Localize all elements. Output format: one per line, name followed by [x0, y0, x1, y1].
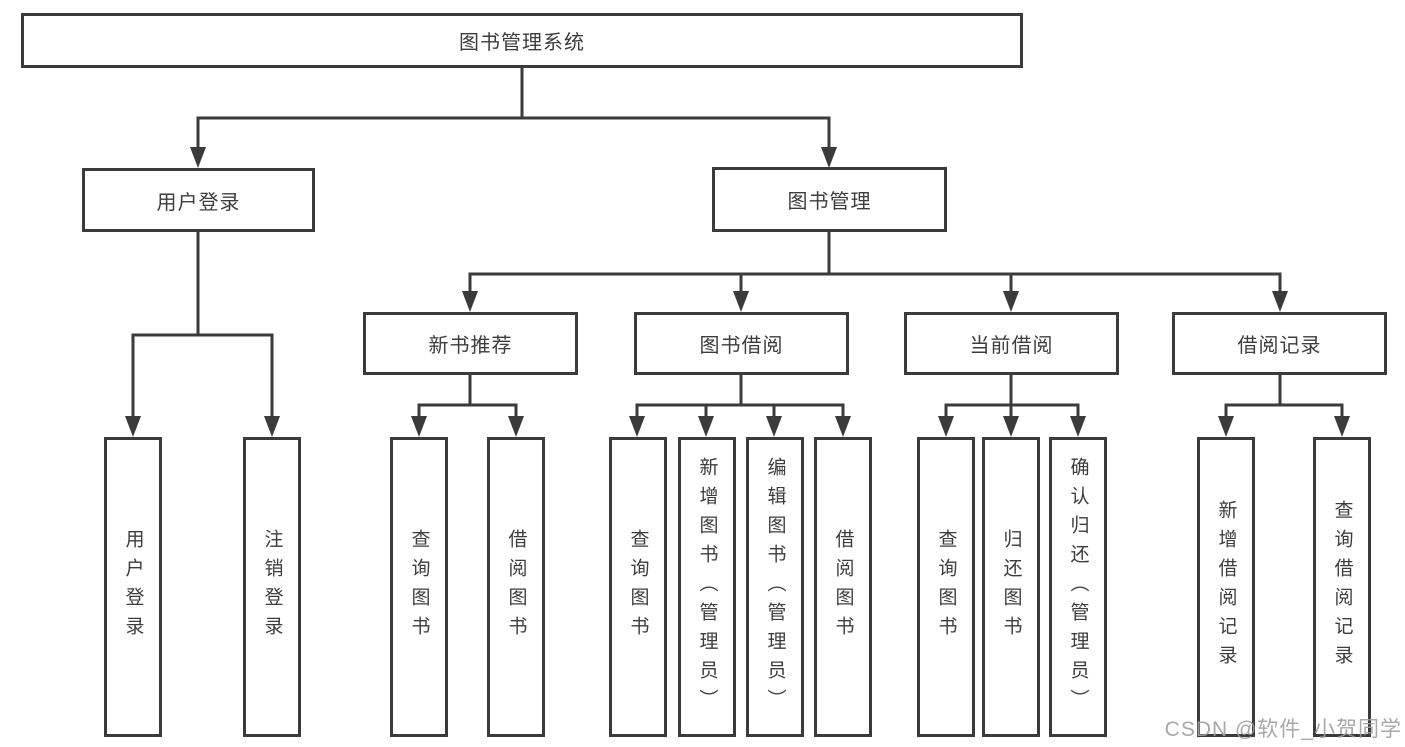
node-new-book-recommend-label: 新书推荐 [428, 335, 513, 357]
node-root: 图书管理系统 [21, 13, 1023, 68]
leaf-return-books: 归还图书 [982, 437, 1040, 737]
leaf-add-books-admin: 新增图书（管理员） [678, 437, 736, 737]
leaf-add-borrow-record: 新增借阅记录 [1197, 437, 1255, 737]
node-book-borrow-label: 图书借阅 [699, 335, 784, 357]
node-current-borrow: 当前借阅 [904, 312, 1119, 375]
node-book-management: 图书管理 [712, 167, 947, 232]
connector-strokes [131, 68, 1344, 420]
leaf-query-books-3-label: 查询图书 [935, 529, 957, 645]
node-book-borrow: 图书借阅 [634, 312, 849, 375]
leaf-return-books-label: 归还图书 [1000, 529, 1022, 645]
leaf-edit-books-admin: 编辑图书（管理员） [746, 437, 804, 737]
node-new-book-recommend: 新书推荐 [363, 312, 578, 375]
leaf-query-books-1: 查询图书 [390, 437, 448, 737]
leaf-add-borrow-record-label: 新增借阅记录 [1215, 500, 1237, 674]
node-user-login: 用户登录 [82, 168, 315, 232]
leaf-query-books-2-label: 查询图书 [627, 529, 649, 645]
leaf-edit-books-admin-label: 编辑图书（管理员） [764, 456, 786, 718]
leaf-query-books-2: 查询图书 [609, 437, 667, 737]
leaf-query-borrow-record: 查询借阅记录 [1313, 437, 1371, 737]
leaf-query-books-1-label: 查询图书 [408, 529, 430, 645]
leaf-borrow-books-1-label: 借阅图书 [505, 529, 527, 645]
leaf-borrow-books-2-label: 借阅图书 [832, 529, 854, 645]
leaf-logout-label: 注销登录 [261, 529, 283, 645]
leaf-borrow-books-1: 借阅图书 [487, 437, 545, 737]
leaf-confirm-return-admin: 确认归还（管理员） [1049, 437, 1107, 737]
arrowheads [125, 147, 1350, 437]
leaf-user-login: 用户登录 [104, 437, 162, 737]
node-root-label: 图书管理系统 [459, 32, 585, 54]
node-user-login-label: 用户登录 [156, 191, 241, 214]
node-current-borrow-label: 当前借阅 [969, 335, 1054, 357]
node-borrow-record-label: 借阅记录 [1237, 335, 1322, 357]
leaf-query-books-3: 查询图书 [917, 437, 975, 737]
leaf-user-login-label: 用户登录 [122, 529, 144, 645]
leaf-borrow-books-2: 借阅图书 [814, 437, 872, 737]
node-book-management-label: 图书管理 [787, 191, 872, 213]
leaf-logout: 注销登录 [243, 437, 301, 737]
node-borrow-record: 借阅记录 [1172, 312, 1387, 375]
leaf-query-borrow-record-label: 查询借阅记录 [1331, 500, 1353, 674]
leaf-add-books-admin-label: 新增图书（管理员） [696, 456, 718, 718]
leaf-confirm-return-admin-label: 确认归还（管理员） [1067, 456, 1089, 718]
